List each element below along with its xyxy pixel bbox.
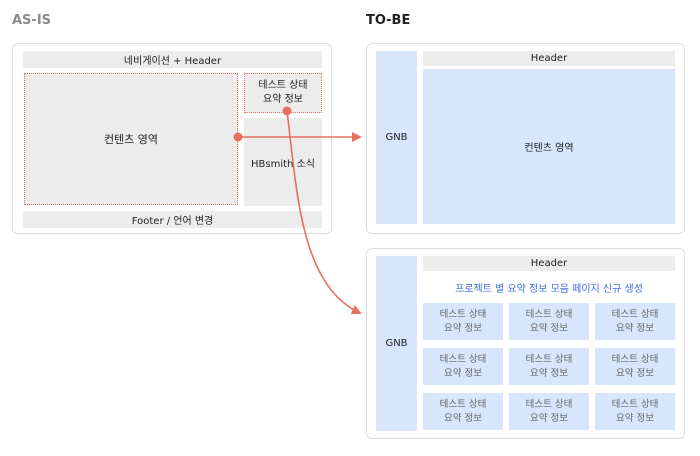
to-be-top-content: 컨텐츠 영역 (423, 69, 675, 224)
summary-cell-line2: 요약 정보 (444, 322, 482, 334)
as-is-title: AS-IS (12, 13, 52, 28)
summary-cell: 테스트 상태 요약 정보 (423, 348, 503, 385)
to-be-bottom-header: Header (423, 256, 675, 271)
summary-cell: 테스트 상태 요약 정보 (509, 348, 589, 385)
summary-cell-line1: 테스트 상태 (611, 398, 659, 410)
summary-cell: 테스트 상태 요약 정보 (595, 393, 675, 430)
summary-cell: 테스트 상태 요약 정보 (595, 348, 675, 385)
summary-cell: 테스트 상태 요약 정보 (509, 393, 589, 430)
summary-cell: 테스트 상태 요약 정보 (423, 303, 503, 340)
as-is-test-summary-line1: 테스트 상태 (258, 80, 308, 91)
arrow-content-to-top (233, 132, 362, 142)
summary-cell-line2: 요약 정보 (444, 367, 482, 379)
summary-cell-line1: 테스트 상태 (525, 308, 573, 320)
summary-cell-line2: 요약 정보 (616, 412, 654, 424)
summary-cell-line1: 테스트 상태 (611, 353, 659, 365)
summary-cell: 테스트 상태 요약 정보 (509, 303, 589, 340)
summary-cell-line2: 요약 정보 (616, 322, 654, 334)
as-is-news: HBsmith 소식 (244, 118, 322, 206)
arrow-summary-to-bottom (282, 106, 362, 315)
as-is-nav-header: 네비게이션 + Header (23, 51, 322, 68)
as-is-content-area: 컨텐츠 영역 (24, 73, 238, 205)
summary-cell-line2: 요약 정보 (530, 322, 568, 334)
summary-cell-line1: 테스트 상태 (525, 353, 573, 365)
summary-cell: 테스트 상태 요약 정보 (423, 393, 503, 430)
summary-cell-line1: 테스트 상태 (611, 308, 659, 320)
summary-cell-line1: 테스트 상태 (439, 353, 487, 365)
summary-cell-line1: 테스트 상태 (525, 398, 573, 410)
as-is-footer: Footer / 언어 변경 (23, 211, 322, 228)
to-be-top-gnb: GNB (376, 51, 417, 224)
to-be-page-title: 프로젝트 별 요약 정보 모음 페이지 신규 생성 (455, 283, 643, 295)
summary-cell-line2: 요약 정보 (444, 412, 482, 424)
summary-cell-line2: 요약 정보 (616, 367, 654, 379)
as-is-test-summary: 테스트 상태 요약 정보 (244, 73, 322, 113)
summary-cell-line2: 요약 정보 (530, 412, 568, 424)
to-be-top-header: Header (423, 51, 675, 66)
summary-cell-line1: 테스트 상태 (439, 398, 487, 410)
summary-cell-line2: 요약 정보 (530, 367, 568, 379)
summary-cell: 테스트 상태 요약 정보 (595, 303, 675, 340)
as-is-test-summary-line2: 요약 정보 (263, 94, 303, 105)
to-be-title: TO-BE (366, 13, 411, 28)
summary-cell-line1: 테스트 상태 (439, 308, 487, 320)
to-be-bottom-gnb: GNB (376, 256, 417, 431)
